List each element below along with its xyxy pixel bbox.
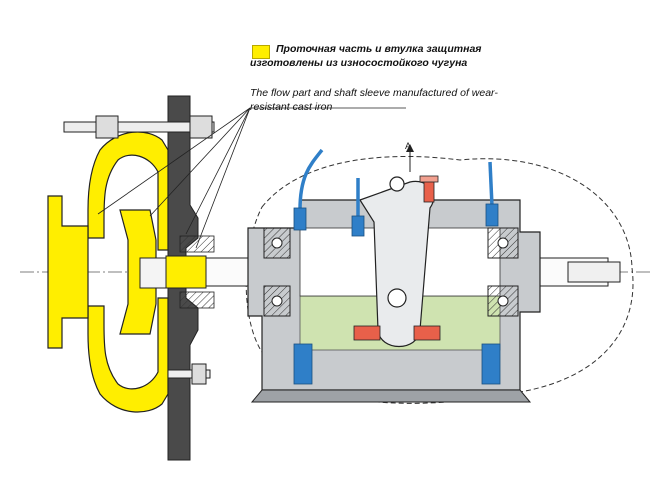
lower-pad-left (293, 343, 313, 385)
hot-insert-right (413, 325, 441, 341)
legend-text-ru: Проточная часть и втулка защитная изгото… (250, 43, 482, 69)
volute-casing (87, 131, 169, 251)
legend-color-swatch (252, 45, 270, 59)
section-a-arrow (406, 144, 414, 172)
lower-pad-right (481, 343, 501, 385)
sensor-cable-middle (351, 178, 365, 237)
housing-foot (250, 389, 532, 403)
leader-lines (97, 107, 406, 249)
rear-bearing (487, 227, 519, 317)
oil-ring-eye (389, 176, 405, 192)
bearing-housing-outline (245, 156, 634, 404)
gland-seal (179, 235, 215, 309)
volute-casing-lower (87, 297, 169, 413)
impeller (119, 209, 157, 335)
shaft-key-end (567, 261, 621, 283)
casing-bolt-bottom (167, 363, 211, 385)
suction-flange (47, 195, 89, 349)
legend-text-en: The flow part and shaft sleeve manufactu… (250, 87, 498, 113)
section-mark-label: A (405, 141, 412, 151)
oil-ring-hub (387, 288, 407, 308)
hot-insert-left (353, 325, 381, 341)
impeller-nut (139, 257, 167, 289)
sensor-cable-right (485, 161, 499, 227)
vent-valve (419, 175, 439, 203)
casing-bolt-top (63, 115, 215, 139)
sensor-cable-left (293, 148, 324, 231)
shaft-sleeve (165, 255, 207, 289)
front-bearing (263, 227, 291, 317)
